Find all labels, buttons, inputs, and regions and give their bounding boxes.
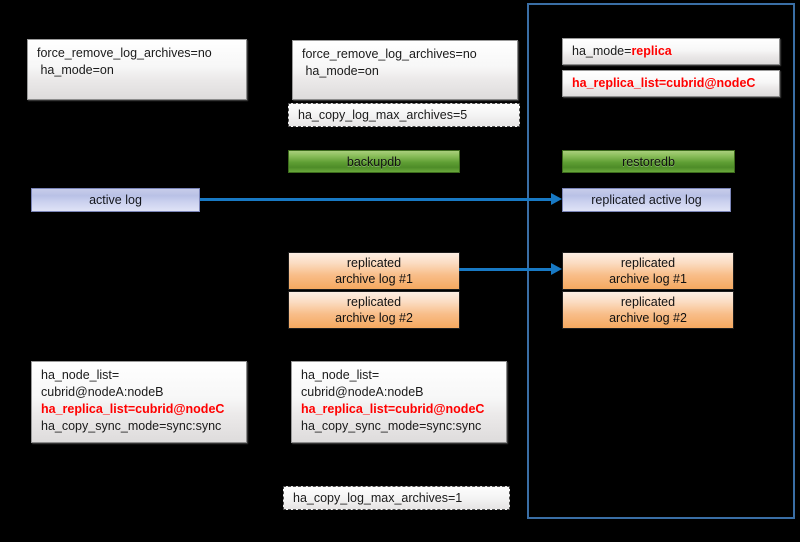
replica-node-group-box [527, 3, 795, 519]
middle-config-line1: force_remove_log_archives=no [302, 47, 477, 61]
restoredb-label: restoredb [622, 154, 675, 169]
middle-bottom-line4: ha_copy_sync_mode=sync:sync [301, 419, 482, 433]
middle-dashed-text: ha_copy_log_max_archives=5 [298, 107, 468, 122]
middle-bottom-config-panel: ha_node_list= cubrid@nodeA:nodeB ha_repl… [291, 361, 507, 443]
left-bottom-line4: ha_copy_sync_mode=sync:sync [41, 419, 222, 433]
right-archive-log-1-line1: replicated [620, 256, 676, 270]
backupdb-label: backupdb [346, 154, 402, 169]
middle-bottom-line1: ha_node_list= [301, 368, 380, 382]
middle-bottom-line2: cubrid@nodeA:nodeB [301, 385, 424, 399]
left-bottom-config-panel: ha_node_list= cubrid@nodeA:nodeB ha_repl… [31, 361, 247, 443]
middle-dashed-config-panel: ha_copy_log_max_archives=5 [288, 103, 520, 127]
middle-bottom-dashed-text: ha_copy_log_max_archives=1 [293, 490, 463, 505]
replicated-active-log-label: replicated active log [591, 193, 702, 207]
middle-archive-log-2-line2: archive log #2 [335, 311, 413, 325]
arrow-archive-log-head [551, 263, 562, 275]
active-log-label: active log [89, 193, 142, 207]
arrow-active-log-line [200, 198, 552, 201]
right-config-ha-mode: ha_mode=replica [562, 38, 780, 65]
active-log-bar[interactable]: active log [31, 188, 200, 212]
middle-archive-log-2[interactable]: replicated archive log #2 [288, 291, 460, 329]
replicated-active-log-bar[interactable]: replicated active log [562, 188, 731, 212]
right-archive-log-1[interactable]: replicated archive log #1 [562, 252, 734, 290]
right-archive-log-2-line2: archive log #2 [609, 311, 687, 325]
middle-archive-log-1-line1: replicated [346, 256, 402, 270]
middle-bottom-dashed-config-panel: ha_copy_log_max_archives=1 [283, 486, 510, 510]
left-config-panel: force_remove_log_archives=no ha_mode=on [27, 39, 247, 100]
left-bottom-line2: cubrid@nodeA:nodeB [41, 385, 164, 399]
restoredb-button[interactable]: restoredb [562, 150, 735, 173]
right-ha-mode-value: replica [631, 44, 672, 58]
middle-archive-log-2-line1: replicated [346, 295, 402, 309]
left-config-line2: ha_mode=on [37, 63, 114, 77]
middle-archive-log-1-line2: archive log #1 [335, 272, 413, 286]
arrow-active-log-head [551, 193, 562, 205]
right-archive-log-2-line1: replicated [620, 295, 676, 309]
middle-archive-log-1[interactable]: replicated archive log #1 [288, 252, 460, 290]
right-archive-log-2[interactable]: replicated archive log #2 [562, 291, 734, 329]
right-replica-list-text: ha_replica_list=cubrid@nodeC [572, 76, 756, 90]
arrow-archive-log-line [459, 268, 552, 271]
right-ha-mode-prefix: ha_mode= [572, 44, 632, 58]
middle-config-line2: ha_mode=on [302, 64, 379, 78]
left-bottom-line3-replica-list: ha_replica_list=cubrid@nodeC [41, 402, 225, 416]
left-bottom-line1: ha_node_list= [41, 368, 120, 382]
middle-bottom-line3-replica-list: ha_replica_list=cubrid@nodeC [301, 402, 485, 416]
backupdb-button[interactable]: backupdb [288, 150, 460, 173]
right-config-replica-list: ha_replica_list=cubrid@nodeC [562, 70, 780, 97]
left-config-line1: force_remove_log_archives=no [37, 46, 212, 60]
middle-config-panel: force_remove_log_archives=no ha_mode=on [292, 40, 518, 100]
right-archive-log-1-line2: archive log #1 [609, 272, 687, 286]
